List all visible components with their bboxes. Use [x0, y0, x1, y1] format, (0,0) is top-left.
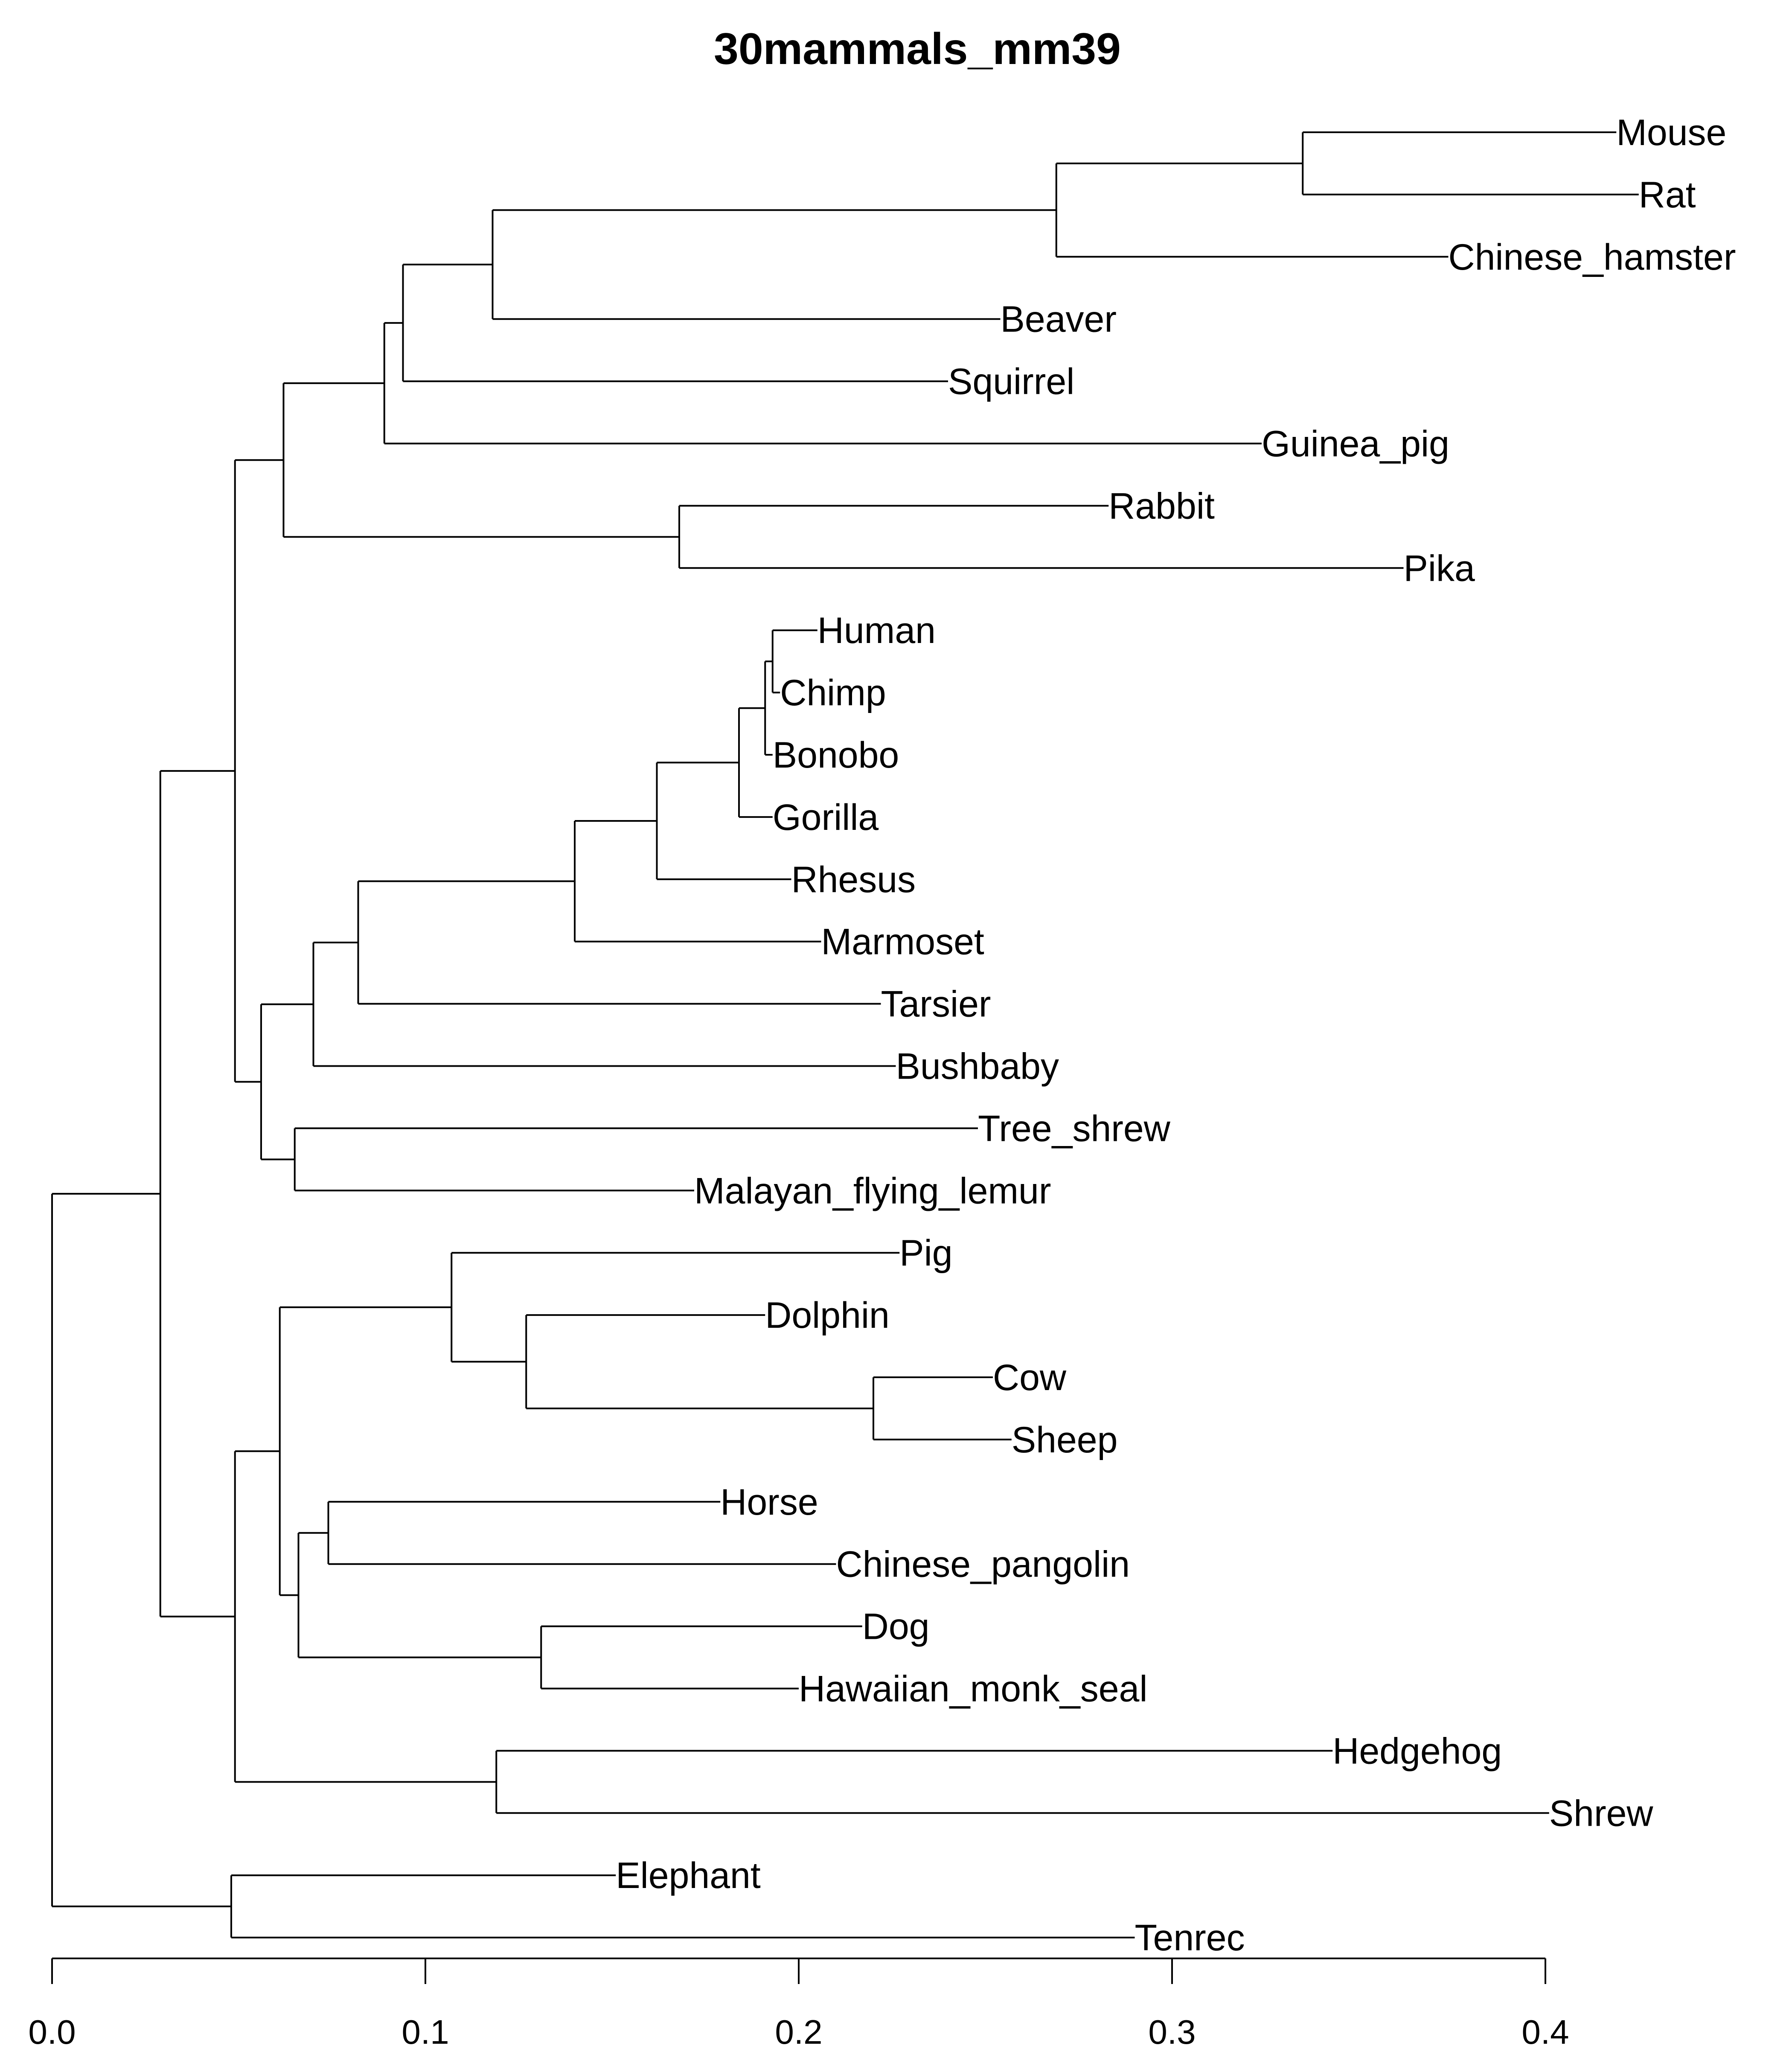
- axis-tick-label: 0.0: [28, 2013, 76, 2048]
- leaf-label-rat: Rat: [1639, 175, 1696, 215]
- leaf-label-hedgehog: Hedgehog: [1332, 1731, 1502, 1772]
- leaf-label-dog: Dog: [862, 1606, 930, 1647]
- axis-tick-label: 0.1: [401, 2013, 449, 2048]
- axis-tick-label: 0.2: [775, 2013, 822, 2048]
- leaf-label-cow: Cow: [993, 1357, 1067, 1398]
- tree-leaf-labels: MouseRatChinese_hamsterBeaverSquirrelGui…: [616, 112, 1736, 1958]
- leaf-label-bonobo: Bonobo: [773, 735, 899, 776]
- leaf-label-chinese-hamster: Chinese_hamster: [1449, 237, 1736, 278]
- leaf-label-tenrec: Tenrec: [1135, 1917, 1245, 1958]
- leaf-label-tree-shrew: Tree_shrew: [978, 1108, 1171, 1149]
- leaf-label-shrew: Shrew: [1549, 1793, 1654, 1834]
- leaf-label-elephant: Elephant: [616, 1855, 761, 1896]
- leaf-label-marmoset: Marmoset: [821, 922, 984, 963]
- leaf-label-rhesus: Rhesus: [791, 859, 916, 900]
- leaf-label-rabbit: Rabbit: [1108, 486, 1215, 527]
- axis-tick-label: 0.4: [1521, 2013, 1569, 2048]
- leaf-label-horse: Horse: [720, 1482, 818, 1523]
- leaf-label-tarsier: Tarsier: [881, 984, 991, 1025]
- leaf-label-malayan-flying-lemur: Malayan_flying_lemur: [694, 1170, 1051, 1211]
- leaf-label-bushbaby: Bushbaby: [896, 1046, 1059, 1087]
- x-axis: 0.0 0.1 0.2 0.3 0.4: [28, 1958, 1569, 2048]
- leaf-label-mouse: Mouse: [1616, 112, 1726, 153]
- tree-title: 30mammals_mm39: [714, 24, 1121, 74]
- leaf-label-chinese-pangolin: Chinese_pangolin: [836, 1544, 1130, 1585]
- leaf-label-chimp: Chimp: [780, 672, 886, 713]
- leaf-label-guinea-pig: Guinea_pig: [1262, 424, 1449, 465]
- tree-branches: [51, 131, 1639, 1939]
- leaf-label-squirrel: Squirrel: [948, 361, 1074, 402]
- leaf-label-beaver: Beaver: [1001, 299, 1117, 340]
- leaf-label-sheep: Sheep: [1012, 1420, 1118, 1460]
- leaf-label-pika: Pika: [1404, 548, 1475, 589]
- leaf-label-hawaiian-monk-seal: Hawaiian_monk_seal: [799, 1669, 1147, 1710]
- axis-tick-label: 0.3: [1148, 2013, 1196, 2048]
- leaf-label-dolphin: Dolphin: [765, 1295, 890, 1336]
- leaf-label-human: Human: [817, 610, 936, 651]
- leaf-label-pig: Pig: [899, 1233, 952, 1274]
- leaf-label-gorilla: Gorilla: [773, 797, 879, 838]
